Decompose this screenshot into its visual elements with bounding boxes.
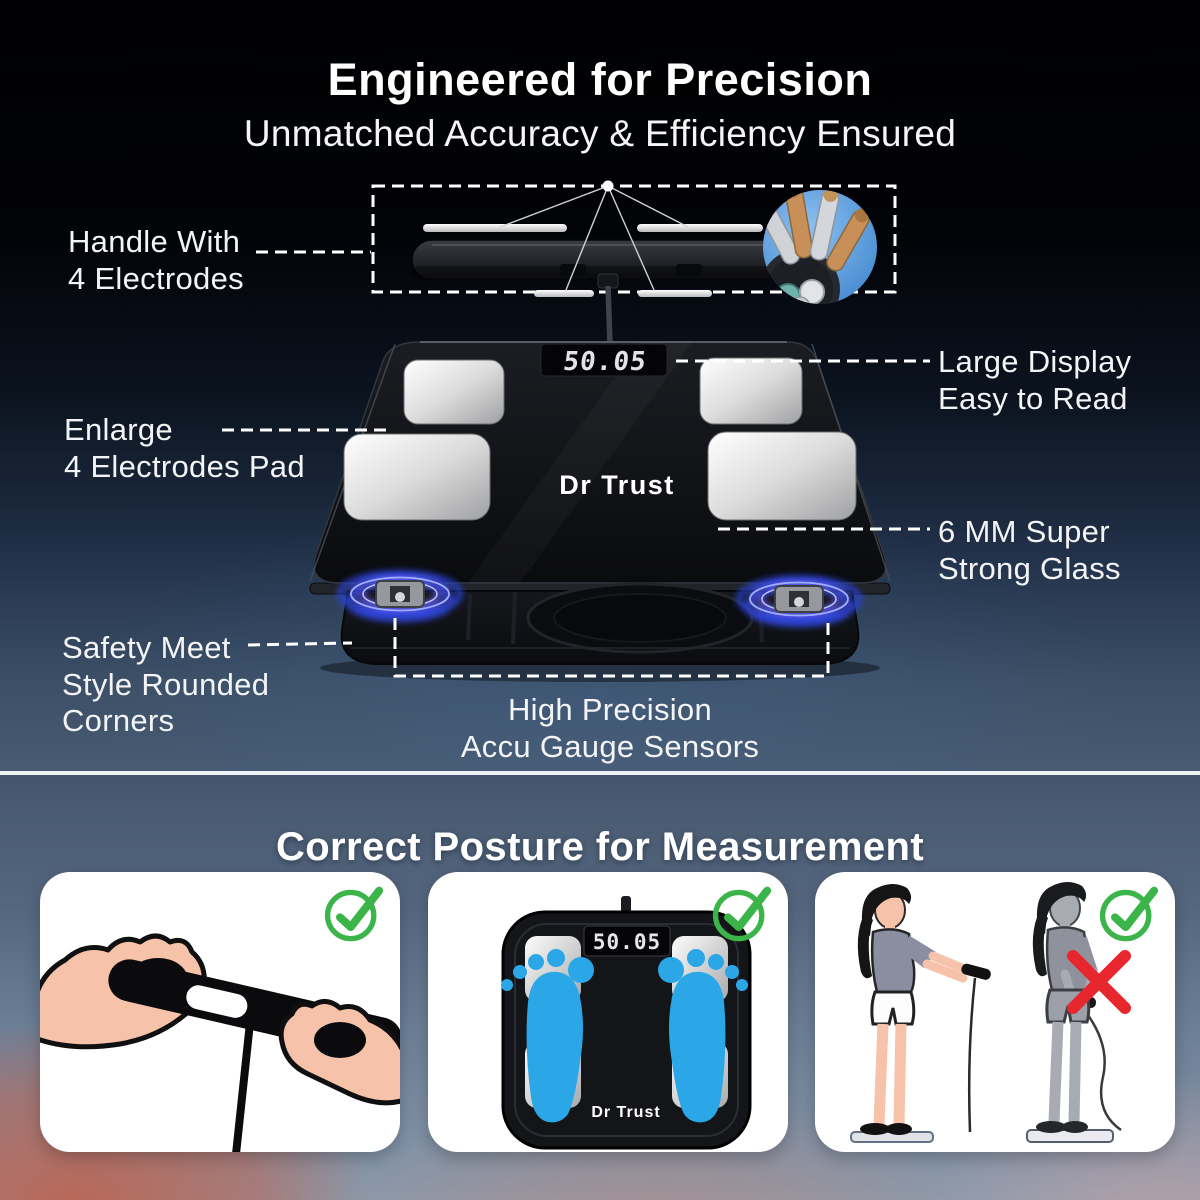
shirt: [870, 928, 916, 994]
callout-display: Large Display Easy to Read: [938, 344, 1132, 416]
right-footprint: [658, 949, 748, 1123]
hair: [861, 884, 912, 936]
electrode-pad-bottom-right: [707, 431, 857, 521]
leg: [873, 1023, 889, 1125]
scale-cable-plug: [621, 896, 631, 914]
panel-standing-posture: [815, 872, 1175, 1152]
cable-cross-section-inset: [763, 190, 877, 304]
callout-handle: Handle With 4 Electrodes: [68, 224, 244, 296]
handle-top-electrode-left: [423, 224, 567, 232]
callout-sensors: High Precision Accu Gauge Sensors: [460, 692, 760, 764]
handle-cord: [232, 1003, 256, 1152]
electrode-pad-bottom-left: [343, 433, 491, 521]
scale-glass-top: [309, 341, 891, 595]
right-thumb: [314, 1022, 366, 1058]
page-subtitle: Unmatched Accuracy & Efficiency Ensured: [243, 112, 957, 154]
handle-bottom-electrode-left: [534, 290, 594, 297]
brand-logo: Dr Trust: [559, 470, 675, 500]
page-title: Engineered for Precision: [327, 54, 873, 106]
callout-corners: Safety Meet Style Rounded Corners: [62, 630, 270, 739]
section-divider: [0, 771, 1200, 775]
panel-scale-top-view: 50.05 Dr Trust: [428, 872, 788, 1152]
check-icon: [1099, 886, 1159, 942]
product-illustration: [222, 180, 930, 682]
posture-section: Correct Posture for Measurement: [0, 775, 1200, 1200]
top-section: Engineered for Precision Unmatched Accur…: [0, 0, 1200, 775]
scale-display-window: [583, 925, 671, 957]
correct-figure: [850, 884, 991, 1143]
sensor-glow-right: [736, 575, 862, 627]
corners-connector: [247, 641, 353, 647]
scale-top-view-illustration: 50.05 Dr Trust: [501, 896, 752, 1150]
ponytail: [1032, 910, 1048, 977]
callout-pads: Enlarge 4 Electrodes Pad: [64, 412, 305, 484]
sensors-bracket: [393, 618, 830, 678]
electrode-pointer-lines: [499, 185, 689, 291]
panel-hold-handle: [40, 872, 400, 1152]
pointer-dot: [602, 180, 614, 192]
handle-in-hands: [961, 963, 991, 980]
electrode-pad-top-right: [699, 357, 803, 425]
posture-title: Correct Posture for Measurement: [275, 825, 925, 870]
arm: [928, 951, 972, 975]
hair: [1036, 882, 1087, 934]
handle-bottom-electrode-right: [638, 290, 712, 297]
scale-display-readout: 50.05: [561, 347, 649, 377]
handle-callout-box: [371, 184, 897, 294]
scale-base: [320, 582, 880, 682]
left-footprint: [501, 949, 594, 1123]
scale-display-readout: 50.05: [593, 930, 661, 954]
hands-holding-handle-illustration: [40, 933, 400, 1152]
callout-glass: 6 MM Super Strong Glass: [938, 514, 1121, 586]
scale-brand-logo: Dr Trust: [591, 1104, 660, 1121]
handle-bar: [411, 224, 863, 345]
leg: [893, 1023, 907, 1125]
dashed-callout-lines: [222, 250, 930, 678]
leg: [1048, 1021, 1064, 1123]
leg: [1068, 1021, 1082, 1123]
handle-cord: [1080, 1005, 1122, 1132]
shorts: [870, 990, 916, 1026]
x-icon: [1067, 950, 1131, 1014]
left-thumb: [128, 958, 188, 1002]
ponytail: [857, 912, 873, 979]
handle-top-electrode-right: [637, 224, 763, 232]
arm: [922, 959, 968, 983]
display-window: [540, 343, 668, 377]
handle-cord: [967, 977, 977, 1133]
check-icon: [712, 886, 772, 942]
handle-cable: [605, 285, 613, 345]
incorrect-figure: [1026, 882, 1131, 1143]
sensor-glow-left: [337, 570, 463, 622]
electrode-pad-top-left: [403, 359, 505, 425]
check-icon: [324, 886, 384, 942]
posture-comparison-illustration: [850, 882, 1131, 1143]
